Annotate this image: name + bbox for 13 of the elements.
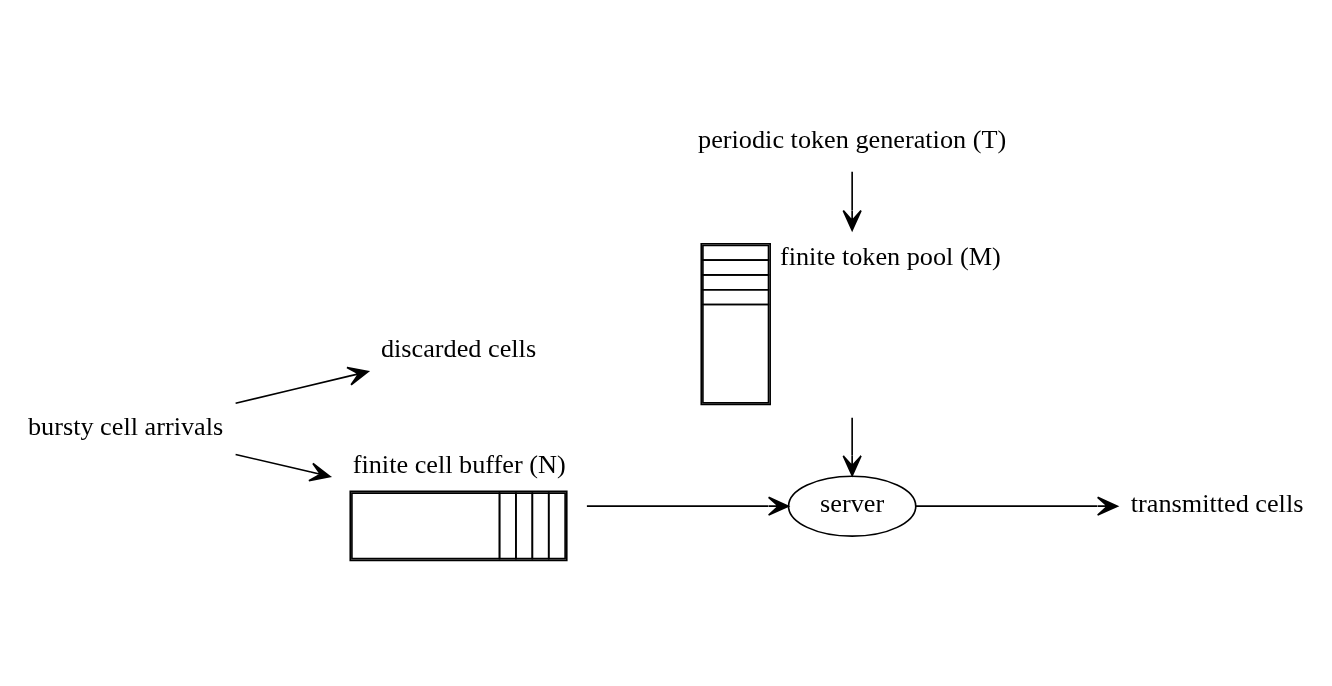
arrow: [234, 366, 369, 405]
node-ellipse: server: [787, 475, 917, 537]
node-text: bursty cell arrivals: [27, 412, 224, 442]
node-label: finite cell buffer (N): [352, 450, 566, 480]
arrow: [234, 453, 331, 482]
node-text: periodic token generation (T): [698, 125, 1007, 155]
arrow: [586, 496, 790, 516]
arrow: [915, 496, 1119, 516]
node-text: discarded cells: [380, 333, 537, 363]
node-text: transmitted cells: [1130, 489, 1304, 519]
node-label: finite token pool (M): [779, 241, 1001, 271]
arrow: [842, 170, 862, 232]
arrow: [842, 416, 862, 477]
